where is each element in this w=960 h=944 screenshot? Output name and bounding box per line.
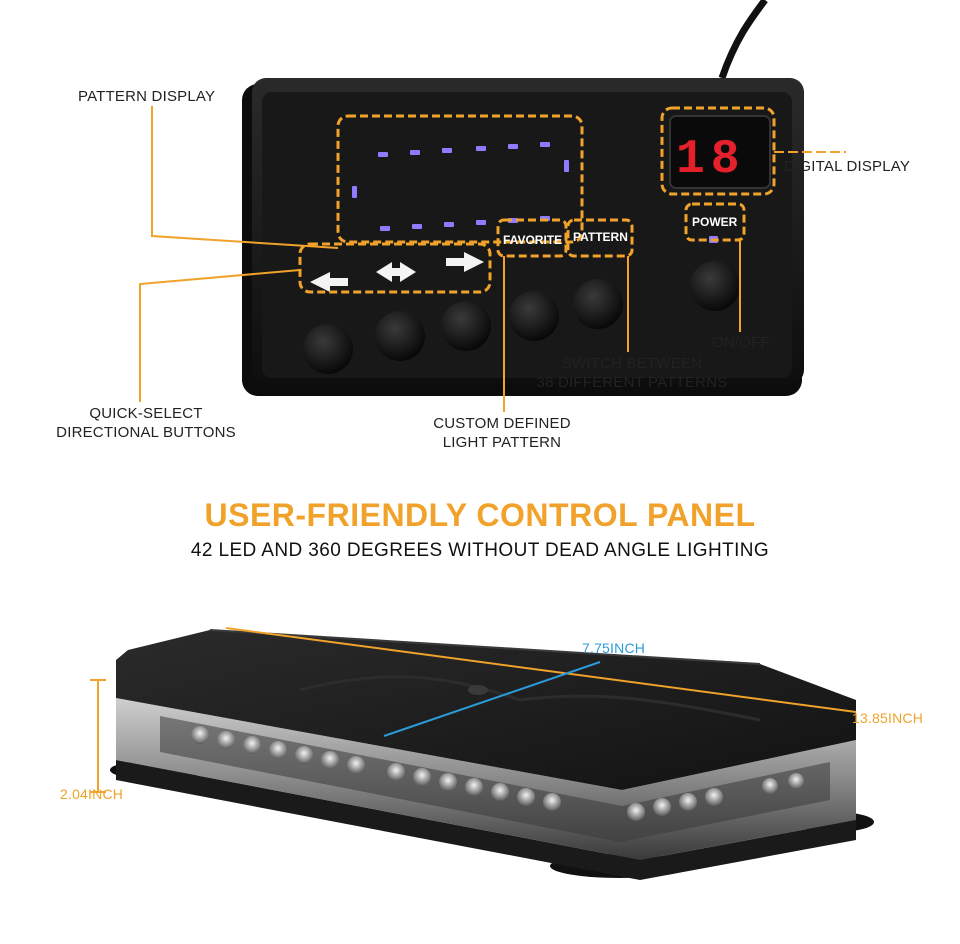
custom-line2: LIGHT PATTERN <box>442 433 562 451</box>
dimension-length: 13.85INCH <box>852 710 924 726</box>
arrow-left-icon <box>310 272 348 292</box>
highlight-boxes <box>298 106 776 294</box>
power-label: POWER <box>692 215 738 229</box>
right-button <box>441 301 491 351</box>
left-button <box>303 324 353 374</box>
headline: USER-FRIENDLY CONTROL PANEL <box>204 497 756 533</box>
callout-digital-display: DIGITAL DISPLAY <box>784 158 911 175</box>
callout-on-off: ON/OFF <box>712 334 770 351</box>
directional-line2: DIRECTIONAL BUTTONS <box>56 423 236 441</box>
custom-line1: CUSTOM DEFINED <box>433 415 571 432</box>
arrow-right-icon <box>446 252 484 272</box>
power-cable <box>718 0 768 80</box>
subheadline: 42 LED AND 360 DEGREES WITHOUT DEAD ANGL… <box>190 540 770 561</box>
led-modules <box>191 726 804 821</box>
dimension-width: 7.75INCH <box>582 640 646 656</box>
arrow-both-icon <box>376 262 416 282</box>
pattern-button <box>573 279 623 329</box>
switch-patterns-line2: 38 DIFFERENT PATTERNS <box>536 373 728 391</box>
digit-readout: 18 <box>676 133 746 187</box>
callout-custom-pattern: CUSTOM DEFINED LIGHT PATTERN <box>402 415 602 453</box>
favorite-button <box>509 291 559 341</box>
dimension-height: 2.04INCH <box>60 786 124 802</box>
callout-directional: QUICK-SELECT DIRECTIONAL BUTTONS <box>36 405 256 443</box>
both-button <box>375 311 425 361</box>
leader-lines <box>139 106 846 412</box>
light-bar <box>110 629 874 880</box>
callout-pattern-display: PATTERN DISPLAY <box>78 88 216 105</box>
pattern-label: PATTERN <box>573 230 628 244</box>
directional-line1: QUICK-SELECT <box>89 405 203 422</box>
control-panel <box>242 78 804 396</box>
favorite-label: FAVORITE <box>503 233 562 247</box>
switch-patterns-line1: SWITCH BETWEEN <box>561 355 703 372</box>
callout-switch-patterns: SWITCH BETWEEN 38 DIFFERENT PATTERNS <box>522 355 742 393</box>
power-button <box>690 261 740 311</box>
dimension-lines <box>90 627 857 793</box>
